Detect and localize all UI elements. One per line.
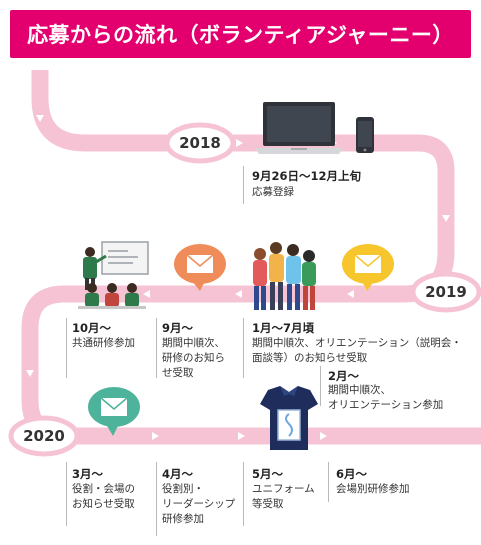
step-date: 2月〜: [328, 369, 360, 383]
step-date: 4月〜: [162, 467, 194, 481]
year-label-2020: 2020: [23, 427, 65, 445]
mail-bubble-icon: [88, 387, 140, 436]
volunteers-group-icon: [253, 242, 316, 310]
step-desc: 役割・会場の: [72, 483, 135, 495]
step-desc: 会場別研修参加: [336, 483, 410, 495]
step-desc: 応募登録: [252, 186, 294, 198]
step-desc: せ受取: [162, 367, 194, 379]
step-desc: 研修参加: [162, 513, 204, 525]
step-date: 9月26日〜12月上旬: [252, 169, 362, 183]
step-desc: オリエンテーション参加: [328, 399, 444, 411]
separator-line: [243, 166, 244, 204]
step-date: 10月〜: [72, 321, 112, 335]
separator-line: [243, 462, 244, 526]
step-desc: 等受取: [252, 498, 284, 510]
step-desc: 期間中順次、: [162, 337, 225, 349]
year-oval-2019: [410, 271, 481, 313]
path-arrow: [143, 290, 150, 298]
uniform-icon: [260, 386, 318, 450]
year-label-2018: 2018: [179, 134, 221, 152]
year-oval-2018: [164, 122, 236, 164]
page-title: 応募からの流れ（ボランティアジャーニー）: [27, 23, 454, 47]
title-banner: 応募からの流れ（ボランティアジャーニー）: [10, 10, 471, 58]
separator-line: [156, 462, 157, 536]
year-oval-2020: [8, 415, 80, 457]
path-arrow: [152, 432, 159, 440]
separator-line: [328, 462, 329, 502]
step-date: 1月〜7月頃: [252, 321, 315, 335]
year-label-2019: 2019: [425, 283, 467, 301]
path-arrow: [320, 432, 327, 440]
step-desc: お知らせ受取: [72, 498, 135, 510]
step-desc: リーダーシップ: [162, 498, 236, 510]
separator-line: [243, 318, 244, 378]
step-desc: 期間中順次、オリエンテーション（説明会・: [252, 337, 462, 349]
laptop-icon: [255, 102, 343, 154]
separator-line: [66, 318, 67, 378]
separator-line: [66, 462, 67, 526]
step-desc: 共通研修参加: [72, 337, 135, 349]
path-arrow: [347, 290, 354, 298]
path-arrow: [236, 139, 243, 147]
training-presentation-icon: [78, 241, 149, 309]
mail-bubble-icon: [342, 244, 394, 291]
step-date: 3月〜: [72, 467, 104, 481]
path-arrow: [442, 215, 450, 222]
path-arrow: [26, 370, 34, 377]
step-desc: 研修のお知ら: [162, 352, 225, 364]
step-desc: ユニフォーム: [252, 483, 315, 495]
smartphone-icon: [356, 117, 374, 153]
path-arrow: [238, 432, 245, 440]
step-date: 9月〜: [162, 321, 194, 335]
step-desc: 役割別・: [162, 483, 204, 495]
separator-line: [320, 366, 321, 406]
step-date: 6月〜: [336, 467, 368, 481]
path-arrow: [36, 115, 44, 122]
mail-bubble-icon: [174, 244, 226, 291]
path-arrow: [235, 290, 242, 298]
step-date: 5月〜: [252, 467, 284, 481]
step-desc: 面談等）のお知らせ受取: [252, 352, 368, 364]
separator-line: [156, 318, 157, 378]
step-desc: 期間中順次、: [328, 384, 391, 396]
